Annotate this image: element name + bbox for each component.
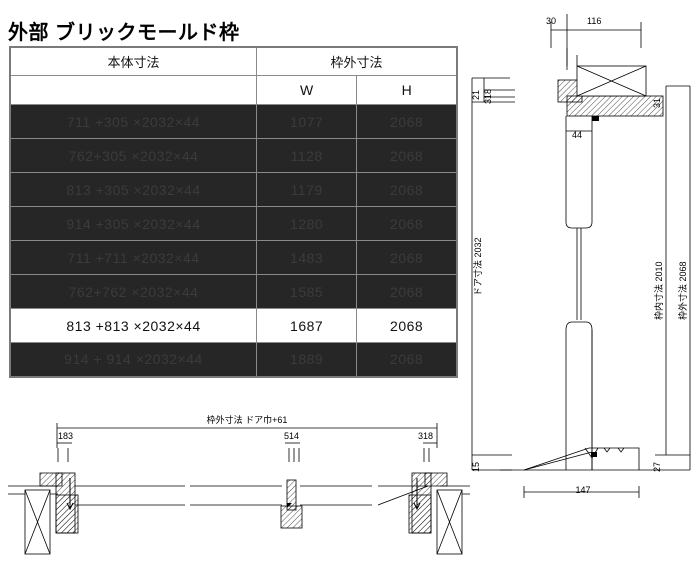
column-header-body-dimension: 本体寸法 (9, 46, 257, 76)
table-sub-header-row: W H (9, 75, 458, 105)
dim-label-outer-height: 枠外寸法 2068 (678, 261, 688, 320)
cell-width: 1280 (255, 206, 358, 241)
cell-width: 1483 (255, 240, 358, 275)
table-row[interactable]: 762+305 ×2032×44 1128 2068 (9, 138, 458, 173)
table-row[interactable]: 914 + 914 ×2032×44 1889 2068 (9, 342, 458, 377)
table-row[interactable]: 813 +305 ×2032×44 1179 2068 (9, 172, 458, 207)
plan-dim-514: 514 (284, 431, 300, 441)
table-row-selected[interactable]: 813 +813 ×2032×44 1687 2068 (9, 308, 458, 343)
cell-height: 2068 (356, 206, 458, 241)
plan-left-jamb (8, 472, 185, 555)
cell-body-dimension: 914 +305 ×2032×44 (9, 206, 257, 241)
dim-label-30: 30 (546, 16, 557, 26)
head-detail (550, 14, 664, 121)
column-header-frame-outer-dimension: 枠外寸法 (256, 46, 458, 76)
dim-label-door-height: ドア寸法 2032 (473, 237, 483, 296)
dim-label-116: 116 (587, 16, 602, 26)
cell-width: 1179 (255, 172, 358, 207)
cell-width: 1585 (255, 274, 358, 309)
table-row[interactable]: 914 +305 ×2032×44 1280 2068 (9, 206, 458, 241)
cell-body-dimension: 813 +305 ×2032×44 (9, 172, 257, 207)
cell-body-dimension: 914 + 914 ×2032×44 (9, 342, 257, 377)
cell-height: 2068 (356, 172, 458, 207)
cell-width: 1128 (255, 138, 358, 173)
cell-height: 2068 (356, 342, 458, 377)
plan-right-jamb (377, 472, 470, 555)
plan-dim-183: 183 (58, 431, 74, 441)
cell-height: 2068 (356, 104, 458, 139)
plan-overall-dimension (56, 423, 438, 462)
dim-label-44: 44 (572, 130, 583, 140)
cell-height: 2068 (356, 274, 458, 309)
dim-label-147: 147 (575, 485, 591, 495)
cell-height: 2068 (356, 308, 458, 343)
column-subheader-h: H (356, 75, 458, 105)
cell-body-dimension: 711 +305 ×2032×44 (9, 104, 257, 139)
table-group-header-row: 本体寸法 枠外寸法 (9, 46, 458, 76)
page-title: 外部 ブリックモールド枠 (8, 22, 240, 44)
cell-width: 1077 (255, 104, 358, 139)
dim-label-318: 318 (483, 88, 493, 104)
table-row[interactable]: 762+762 ×2032×44 1585 2068 (9, 274, 458, 309)
dimension-table: 本体寸法 枠外寸法 W H 711 +305 ×2032×44 1077 206… (9, 46, 458, 378)
table-row[interactable]: 711 +305 ×2032×44 1077 2068 (9, 104, 458, 139)
table-row[interactable]: 711 +711 ×2032×44 1483 2068 (9, 240, 458, 275)
table-body: 711 +305 ×2032×44 1077 2068 762+305 ×203… (9, 104, 458, 377)
dim-label-21: 21 (471, 89, 481, 100)
cell-body-dimension: 762+305 ×2032×44 (9, 138, 257, 173)
plan-center-mullion (190, 479, 372, 529)
cell-height: 2068 (356, 240, 458, 275)
column-subheader-w: W (255, 75, 358, 105)
plan-overall-label: 枠外寸法 ドア巾+61 (206, 415, 288, 425)
dim-label-inner-height: 枠内寸法 2010 (654, 261, 664, 320)
dim-label-15: 15 (471, 461, 481, 472)
jamb-elevation (565, 116, 593, 470)
plan-dim-318: 318 (418, 431, 434, 441)
cell-body-dimension: 813 +813 ×2032×44 (9, 308, 257, 343)
dim-label-31: 31 (652, 97, 662, 108)
cell-body-dimension: 711 +711 ×2032×44 (9, 240, 257, 275)
cell-body-dimension: 762+762 ×2032×44 (9, 274, 257, 309)
cell-height: 2068 (356, 138, 458, 173)
cell-width: 1687 (255, 308, 358, 343)
dim-label-27: 27 (652, 461, 662, 472)
column-subheader-blank (9, 75, 257, 105)
cell-width: 1889 (255, 342, 358, 377)
